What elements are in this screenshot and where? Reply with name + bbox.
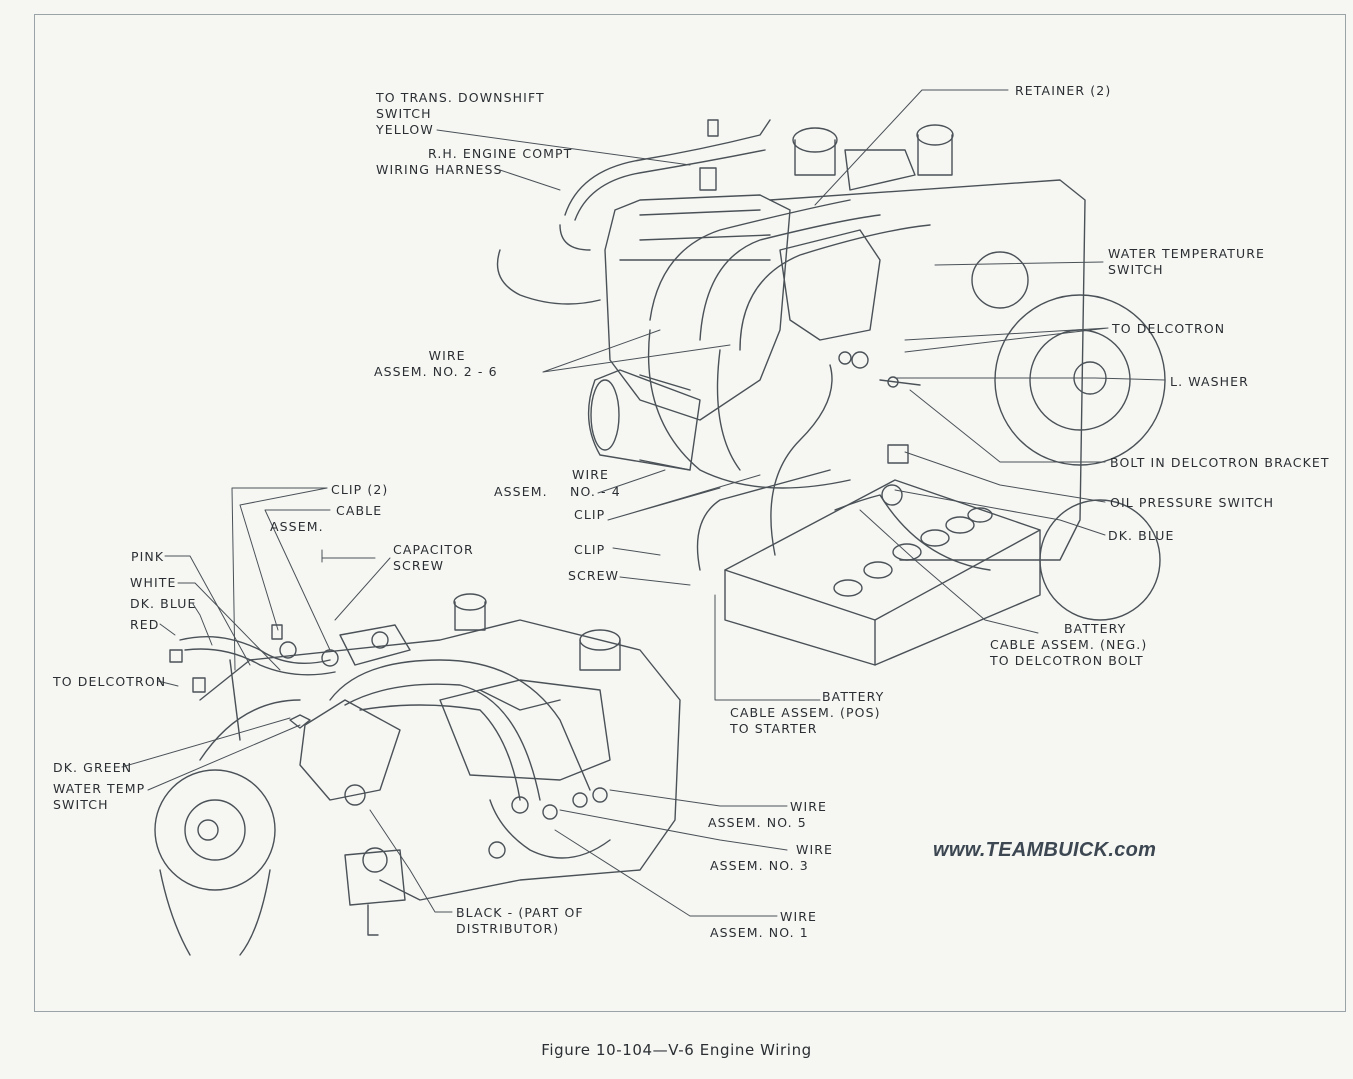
teambuick-watermark: www.TEAMBUICK.com [933, 839, 1157, 861]
label-oil-pressure-switch: OIL PRESSURE SWITCH [1110, 495, 1275, 510]
leader-lines [121, 89, 1166, 917]
label-dk-green: DK. GREEN [53, 760, 133, 775]
label-pink: PINK [131, 549, 165, 564]
label-dk-blue-upper: DK. BLUE [1108, 528, 1175, 543]
lower-engine-drawing [154, 593, 681, 956]
label-clip-upper-b: CLIP [574, 542, 606, 557]
label-wire-4-top: WIRE [572, 467, 610, 482]
label-bolt-delcotron-bracket: BOLT IN DELCOTRON BRACKET [1110, 455, 1330, 470]
figure-border [34, 14, 1346, 1012]
label-to-delcotron-lower: TO DELCOTRON [53, 674, 167, 689]
label-wire-4-number: NO. - 4 [570, 484, 621, 499]
label-cable-assem: CABLE ASSEM. [270, 503, 383, 534]
label-rh-engine-harness: R.H. ENGINE COMPT WIRING HARNESS [376, 146, 573, 177]
label-water-temperature-switch: WATER TEMPERATURE SWITCH [1108, 246, 1266, 277]
label-clip-upper-a: CLIP [574, 507, 606, 522]
label-wire-assem-1: WIRE ASSEM. NO. 1 [710, 909, 818, 940]
label-water-temp-switch: WATER TEMP SWITCH [53, 781, 146, 812]
label-battery-cable-neg: BATTERY CABLE ASSEM. (NEG.) TO DELCOTRON… [990, 621, 1148, 668]
label-retainer: RETAINER (2) [1015, 83, 1112, 98]
label-battery-cable-pos: BATTERY CABLE ASSEM. (POS) TO STARTER [730, 689, 885, 736]
label-clip-2: CLIP (2) [331, 482, 389, 497]
label-wire-4-assem: ASSEM. [494, 484, 548, 499]
label-black-distributor: BLACK - (PART OF DISTRIBUTOR) [456, 905, 584, 936]
label-to-delcotron-upper: TO DELCOTRON [1112, 321, 1226, 336]
label-white: WHITE [130, 575, 177, 590]
label-screw-upper: SCREW [568, 568, 620, 583]
label-trans-downshift: TO TRANS. DOWNSHIFT SWITCH YELLOW [376, 90, 545, 137]
label-red: RED [130, 617, 160, 632]
label-wire-assem-2-6: WIRE ASSEM. NO. 2 - 6 [374, 348, 498, 379]
figure-caption: Figure 10-104—V-6 Engine Wiring [541, 1041, 812, 1059]
label-l-washer: L. WASHER [1170, 374, 1249, 389]
label-wire-assem-5: WIRE ASSEM. NO. 5 [708, 799, 828, 830]
label-capacitor-screw: CAPACITOR SCREW [393, 542, 474, 573]
label-dk-blue-lower: DK. BLUE [130, 596, 197, 611]
label-wire-assem-3: WIRE ASSEM. NO. 3 [710, 842, 834, 873]
